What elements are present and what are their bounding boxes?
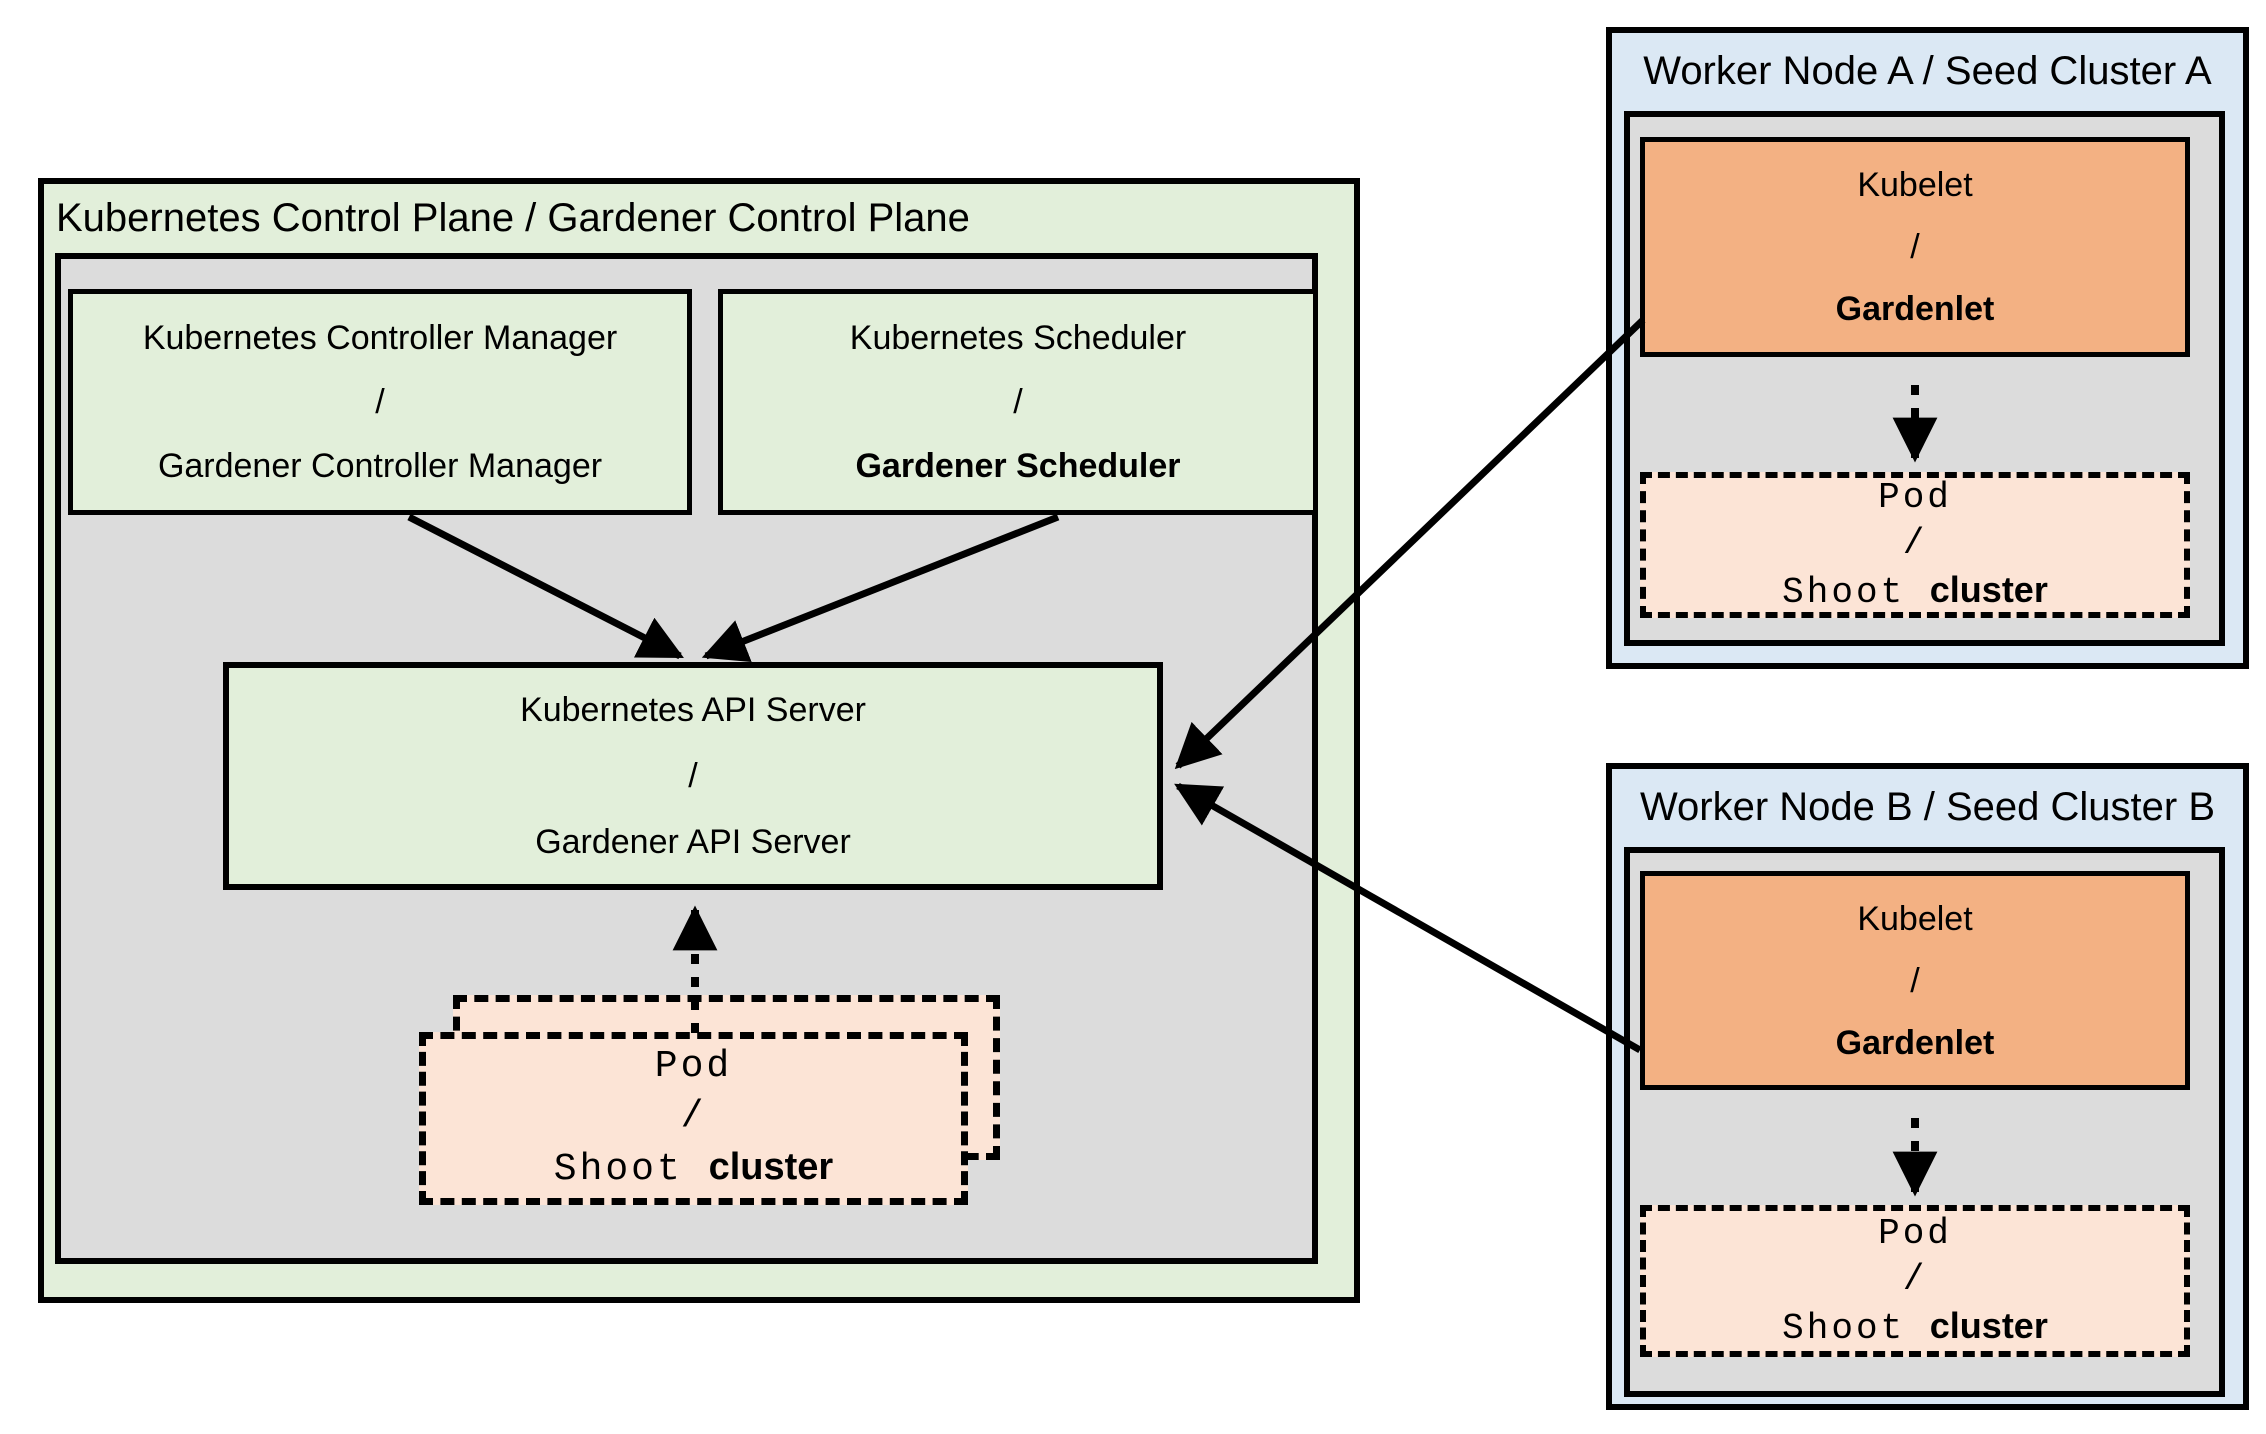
api-server-line2: Gardener API Server	[535, 823, 851, 861]
shoot-label: Shoot	[553, 1148, 683, 1191]
pod-slash: /	[680, 1095, 707, 1138]
worker-a-gardenlet-line: Gardenlet	[1835, 290, 1995, 328]
worker-b-pod-line: Pod	[1878, 1212, 1952, 1254]
worker-b-kubelet-line1: Kubelet	[1857, 899, 1973, 938]
controller-manager-box: Kubernetes Controller Manager / Gardener…	[68, 289, 692, 515]
worker-a-kubelet-box: Kubelet / Gardenlet	[1640, 137, 2190, 357]
worker-b-kubelet-slash: /	[1910, 961, 1920, 1000]
worker-b-pod-shoot-box: Pod / Shoot cluster	[1640, 1205, 2190, 1357]
control-plane-title: Kubernetes Control Plane / Gardener Cont…	[56, 196, 970, 240]
scheduler-slash: /	[1013, 383, 1023, 421]
worker-b-cluster-label: cluster	[1929, 1304, 2048, 1346]
cluster-label: cluster	[708, 1146, 834, 1188]
worker-b-shoot-cluster-line: Shoot cluster	[1782, 1303, 2048, 1352]
worker-node-a-title: Worker Node A / Seed Cluster A	[1643, 49, 2212, 93]
scheduler-line1: Kubernetes Scheduler	[849, 319, 1187, 357]
scheduler-line2: Gardener Scheduler	[855, 447, 1181, 485]
api-server-slash: /	[688, 757, 698, 795]
worker-a-cluster-label: cluster	[1929, 568, 2048, 610]
worker-a-shoot-cluster-line: Shoot cluster	[1782, 567, 2048, 616]
worker-a-kubelet-line1: Kubelet	[1857, 166, 1973, 204]
pod-line: Pod	[654, 1045, 733, 1088]
shoot-cluster-line: Shoot cluster	[554, 1142, 833, 1195]
controller-manager-line1: Kubernetes Controller Manager	[142, 319, 618, 357]
worker-a-pod-line: Pod	[1878, 476, 1952, 518]
worker-b-pod-slash: /	[1902, 1258, 1928, 1300]
api-server-box: Kubernetes API Server / Gardener API Ser…	[223, 662, 1163, 890]
worker-b-gardenlet-line: Gardenlet	[1835, 1023, 1995, 1062]
controller-manager-slash: /	[375, 383, 385, 421]
worker-a-pod-slash: /	[1902, 522, 1928, 564]
worker-a-shoot-label: Shoot	[1782, 571, 1906, 613]
worker-node-b-title: Worker Node B / Seed Cluster B	[1639, 785, 2216, 829]
worker-a-pod-shoot-box: Pod / Shoot cluster	[1640, 472, 2190, 618]
controller-manager-line2: Gardener Controller Manager	[157, 447, 603, 485]
pod-shoot-cluster-box-front: Pod / Shoot cluster	[419, 1032, 968, 1205]
api-server-line1: Kubernetes API Server	[520, 691, 866, 729]
worker-b-shoot-label: Shoot	[1782, 1307, 1906, 1349]
scheduler-box: Kubernetes Scheduler / Gardener Schedule…	[718, 289, 1318, 515]
worker-b-kubelet-box: Kubelet / Gardenlet	[1640, 871, 2190, 1090]
worker-a-kubelet-slash: /	[1910, 228, 1920, 266]
